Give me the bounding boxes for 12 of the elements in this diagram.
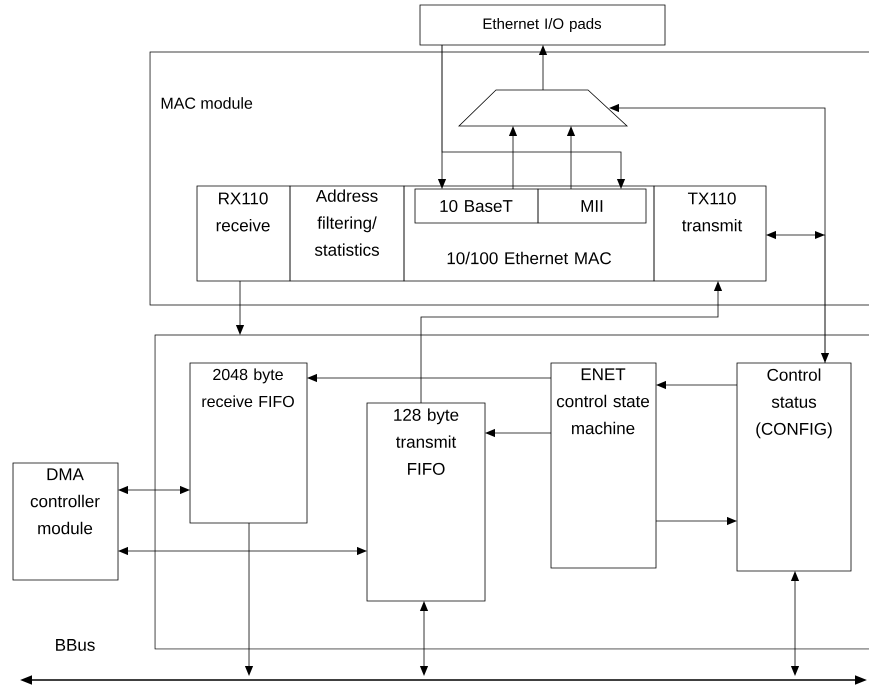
block-box: 128 byte transmit FIFO: [366, 402, 486, 602]
port-box: MII: [538, 188, 646, 224]
pads-box: Ethernet I/O pads: [420, 4, 666, 46]
block-frame: [154, 334, 869, 650]
block-box: RX110 receive: [196, 186, 290, 282]
block-box: Address filtering/ statistics: [290, 186, 404, 282]
block-box: ENET control state machine: [550, 362, 656, 568]
port-box: 10 BaseT: [414, 188, 538, 224]
block-box: DMA controller module: [12, 462, 118, 580]
block-box: TX110 transmit: [654, 186, 766, 282]
block-box: Control status (CONFIG): [736, 362, 852, 572]
block-box: 2048 byte receive FIFO: [190, 362, 308, 524]
